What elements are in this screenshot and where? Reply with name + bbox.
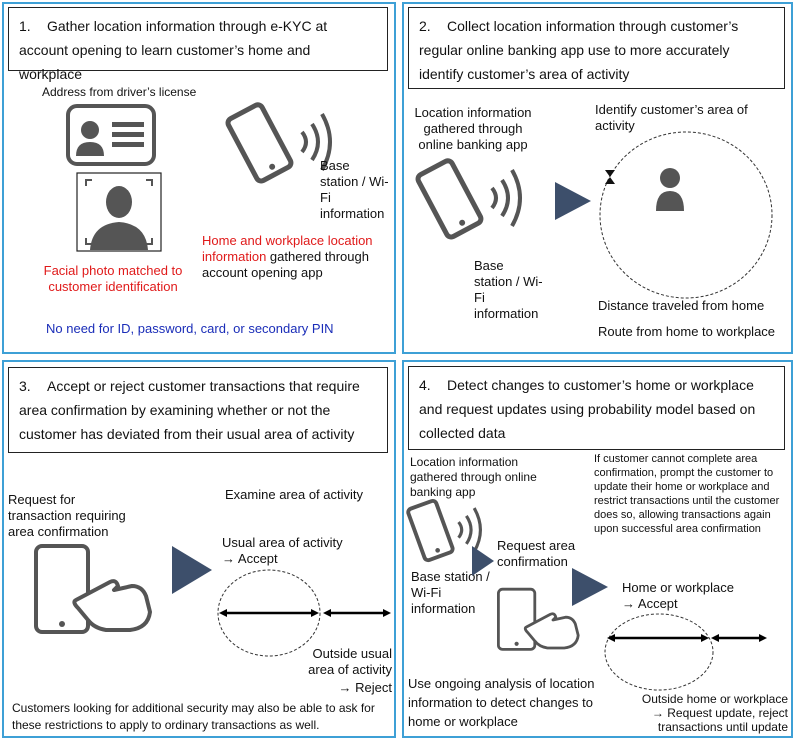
panel-4-note: If customer cannot complete area confirm…: [594, 453, 780, 535]
home-workplace-rest-text: gathered through account opening app: [202, 249, 369, 280]
panel-2-base-station-label: Base station / Wi-Fi information: [474, 258, 543, 321]
arrow-right-icon: [172, 546, 212, 594]
phone-signal-icon: [415, 158, 522, 240]
distance-label: Distance traveled from home: [598, 298, 765, 313]
home-workplace-label: Home and workplace location information …: [202, 233, 392, 281]
arrow-right-icon: [555, 182, 591, 220]
panel-1-base-station-label: Base station / Wi-Fi information: [320, 158, 389, 221]
panel-4-accept-label: → Accept: [622, 596, 678, 611]
route-label: Route from home to workplace: [598, 324, 776, 339]
panel-1-number: 1.: [19, 18, 31, 34]
panel-4-base-station-label: Base station / Wi-Fi information: [411, 569, 490, 616]
panel-3-title-box: 3.Accept or reject customer transactions…: [8, 367, 388, 453]
home-area-diagram: [604, 613, 767, 691]
arrow-right-icon: [472, 546, 494, 576]
panel-2-title-box: 2.Collect location information through c…: [408, 7, 785, 89]
home-workplace-label-p4: Home or workplace: [622, 580, 734, 595]
reject-label: → Reject: [338, 680, 392, 695]
phone-signal-icon: [406, 498, 482, 563]
panel-4: [402, 360, 793, 738]
panel-1: [2, 2, 396, 354]
phone-signal-icon: [225, 102, 332, 184]
request-label: Request for transaction requiring area c…: [8, 492, 126, 539]
panel-1-title-box: 1.Gather location information through e-…: [8, 7, 388, 82]
request-area-label: Request area confirmation: [497, 538, 576, 569]
usual-area-diagram: [217, 569, 391, 657]
panel-4-number: 4.: [419, 377, 431, 393]
phone-touch-icon: [34, 544, 152, 634]
panel-1-title: Gather location information through e-KY…: [19, 18, 328, 82]
person-icon: [656, 168, 684, 211]
arrow-right-icon: [572, 568, 608, 606]
panel-2-location-label: Location information gathered through on…: [414, 105, 532, 152]
id-card-icon: [66, 104, 156, 166]
address-label: Address from driver’s license: [42, 85, 197, 99]
accept-label: → Accept: [222, 551, 278, 566]
identify-label: Identify customer’s area of activity: [595, 102, 748, 133]
panel-4-title: Detect changes to customer’s home or wor…: [419, 377, 756, 441]
face-scan-icon: [76, 172, 162, 252]
outside-home-label: Outside home or workplace: [641, 692, 788, 706]
phone-touch-icon: [497, 587, 580, 651]
panel-4-location-label: Location information gathered through on…: [410, 455, 537, 499]
outside-home-action: → Request update, reject transactions un…: [651, 706, 788, 734]
panel-2-number: 2.: [419, 18, 431, 34]
usual-area-label: Usual area of activity: [222, 535, 343, 550]
no-need-note: No need for ID, password, card, or secon…: [46, 321, 334, 336]
outside-usual-label: Outside usual area of activity: [308, 646, 392, 677]
home-workplace-red-text: Home and workplace location information: [202, 233, 373, 264]
panel-3-number: 3.: [19, 378, 31, 394]
panel-3-footer: Customers looking for additional securit…: [12, 701, 375, 732]
panel-3-title: Accept or reject customer transactions t…: [19, 378, 360, 442]
panel-2: [402, 2, 793, 354]
facial-label: Facial photo matched to customer identif…: [43, 263, 183, 294]
activity-area-circle: [599, 131, 773, 299]
panel-3: [2, 360, 396, 738]
panel-2-title: Collect location information through cus…: [419, 18, 739, 82]
ongoing-analysis-label: Use ongoing analysis of location informa…: [408, 676, 595, 729]
panel-4-title-box: 4.Detect changes to customer’s home or w…: [408, 366, 785, 450]
examine-label: Examine area of activity: [225, 487, 364, 502]
